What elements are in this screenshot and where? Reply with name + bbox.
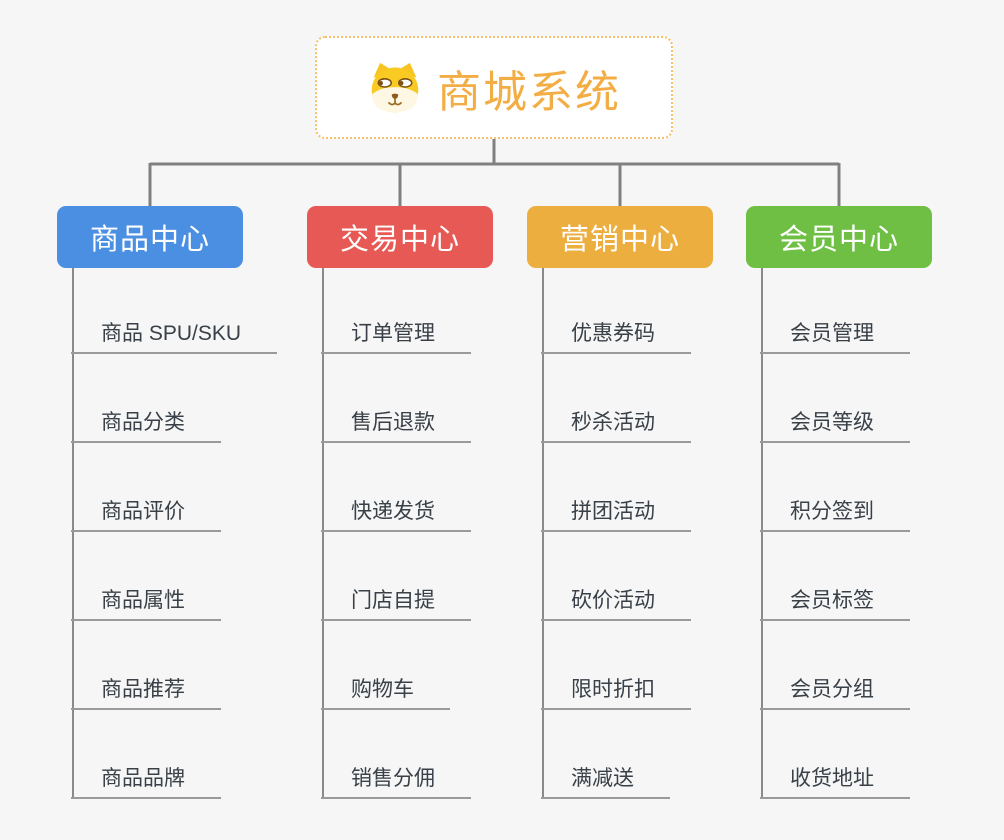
- child-label: 会员管理: [790, 322, 874, 345]
- branch-label: 商品中心: [89, 224, 210, 256]
- child-label: 商品 SPU/SKU: [101, 322, 242, 345]
- child-node[interactable]: 满减送: [541, 765, 670, 799]
- child-node[interactable]: 砍价活动: [541, 587, 691, 621]
- branch-node-1[interactable]: 商品中心: [57, 206, 243, 268]
- child-node[interactable]: 快递发货: [321, 498, 471, 532]
- child-node[interactable]: 限时折扣: [541, 676, 691, 710]
- child-label: 订单管理: [351, 322, 435, 345]
- child-node[interactable]: 商品 SPU/SKU: [71, 320, 278, 354]
- child-label: 快递发货: [351, 500, 435, 523]
- branch-column-4: 会员中心会员管理会员等级积分签到会员标签会员分组收货地址: [746, 206, 986, 816]
- child-node[interactable]: 会员管理: [760, 320, 910, 354]
- root-title: 商城系统: [437, 67, 621, 117]
- child-label: 商品属性: [101, 589, 185, 612]
- child-node[interactable]: 商品属性: [71, 587, 221, 621]
- child-label: 门店自提: [351, 589, 435, 612]
- child-label: 收货地址: [790, 767, 874, 790]
- branch-trunk-line: [542, 268, 544, 799]
- child-label: 会员标签: [790, 589, 874, 612]
- child-label: 购物车: [351, 678, 414, 701]
- child-node[interactable]: 售后退款: [321, 409, 471, 443]
- child-node[interactable]: 商品品牌: [71, 765, 221, 799]
- child-node[interactable]: 会员标签: [760, 587, 910, 621]
- branch-node-4[interactable]: 会员中心: [746, 206, 932, 268]
- branch-label: 会员中心: [778, 224, 899, 256]
- child-label: 拼团活动: [571, 500, 655, 523]
- child-label: 砍价活动: [571, 589, 655, 612]
- child-label: 商品评价: [101, 500, 185, 523]
- branch-trunk-line: [72, 268, 74, 799]
- child-node[interactable]: 商品评价: [71, 498, 221, 532]
- child-label: 优惠券码: [571, 322, 655, 345]
- child-node[interactable]: 会员分组: [760, 676, 910, 710]
- child-label: 商品分类: [101, 411, 185, 434]
- child-label: 售后退款: [351, 411, 435, 434]
- branch-column-3: 营销中心优惠券码秒杀活动拼团活动砍价活动限时折扣满减送: [527, 206, 767, 816]
- child-node[interactable]: 购物车: [321, 676, 450, 710]
- branch-trunk-line: [761, 268, 763, 799]
- child-label: 积分签到: [790, 500, 874, 523]
- child-node[interactable]: 会员等级: [760, 409, 910, 443]
- child-node[interactable]: 秒杀活动: [541, 409, 691, 443]
- child-label: 会员分组: [790, 678, 874, 701]
- child-node[interactable]: 优惠券码: [541, 320, 691, 354]
- child-node[interactable]: 订单管理: [321, 320, 471, 354]
- child-label: 满减送: [571, 767, 634, 790]
- root-node[interactable]: 商城系统: [315, 36, 673, 139]
- shiba-dog-icon: [371, 62, 419, 112]
- child-label: 商品推荐: [101, 678, 185, 701]
- branch-node-2[interactable]: 交易中心: [307, 206, 493, 268]
- child-label: 限时折扣: [571, 678, 655, 701]
- child-label: 销售分佣: [351, 767, 435, 790]
- branch-trunk-line: [322, 268, 324, 799]
- branch-label: 交易中心: [339, 224, 460, 256]
- child-node[interactable]: 商品推荐: [71, 676, 221, 710]
- branch-column-1: 商品中心商品 SPU/SKU 商品分类商品评价商品属性商品推荐商品品牌: [57, 206, 297, 816]
- child-label: 会员等级: [790, 411, 874, 434]
- child-node[interactable]: 商品分类: [71, 409, 221, 443]
- child-node[interactable]: 拼团活动: [541, 498, 691, 532]
- branch-node-3[interactable]: 营销中心: [527, 206, 713, 268]
- branch-label: 营销中心: [559, 224, 680, 256]
- child-node[interactable]: 积分签到: [760, 498, 910, 532]
- child-node[interactable]: 销售分佣: [321, 765, 471, 799]
- branch-column-2: 交易中心订单管理售后退款快递发货门店自提购物车销售分佣: [307, 206, 547, 816]
- child-node[interactable]: 收货地址: [760, 765, 910, 799]
- child-node[interactable]: 门店自提: [321, 587, 471, 621]
- child-label: 秒杀活动: [571, 411, 655, 434]
- child-label: 商品品牌: [101, 767, 185, 790]
